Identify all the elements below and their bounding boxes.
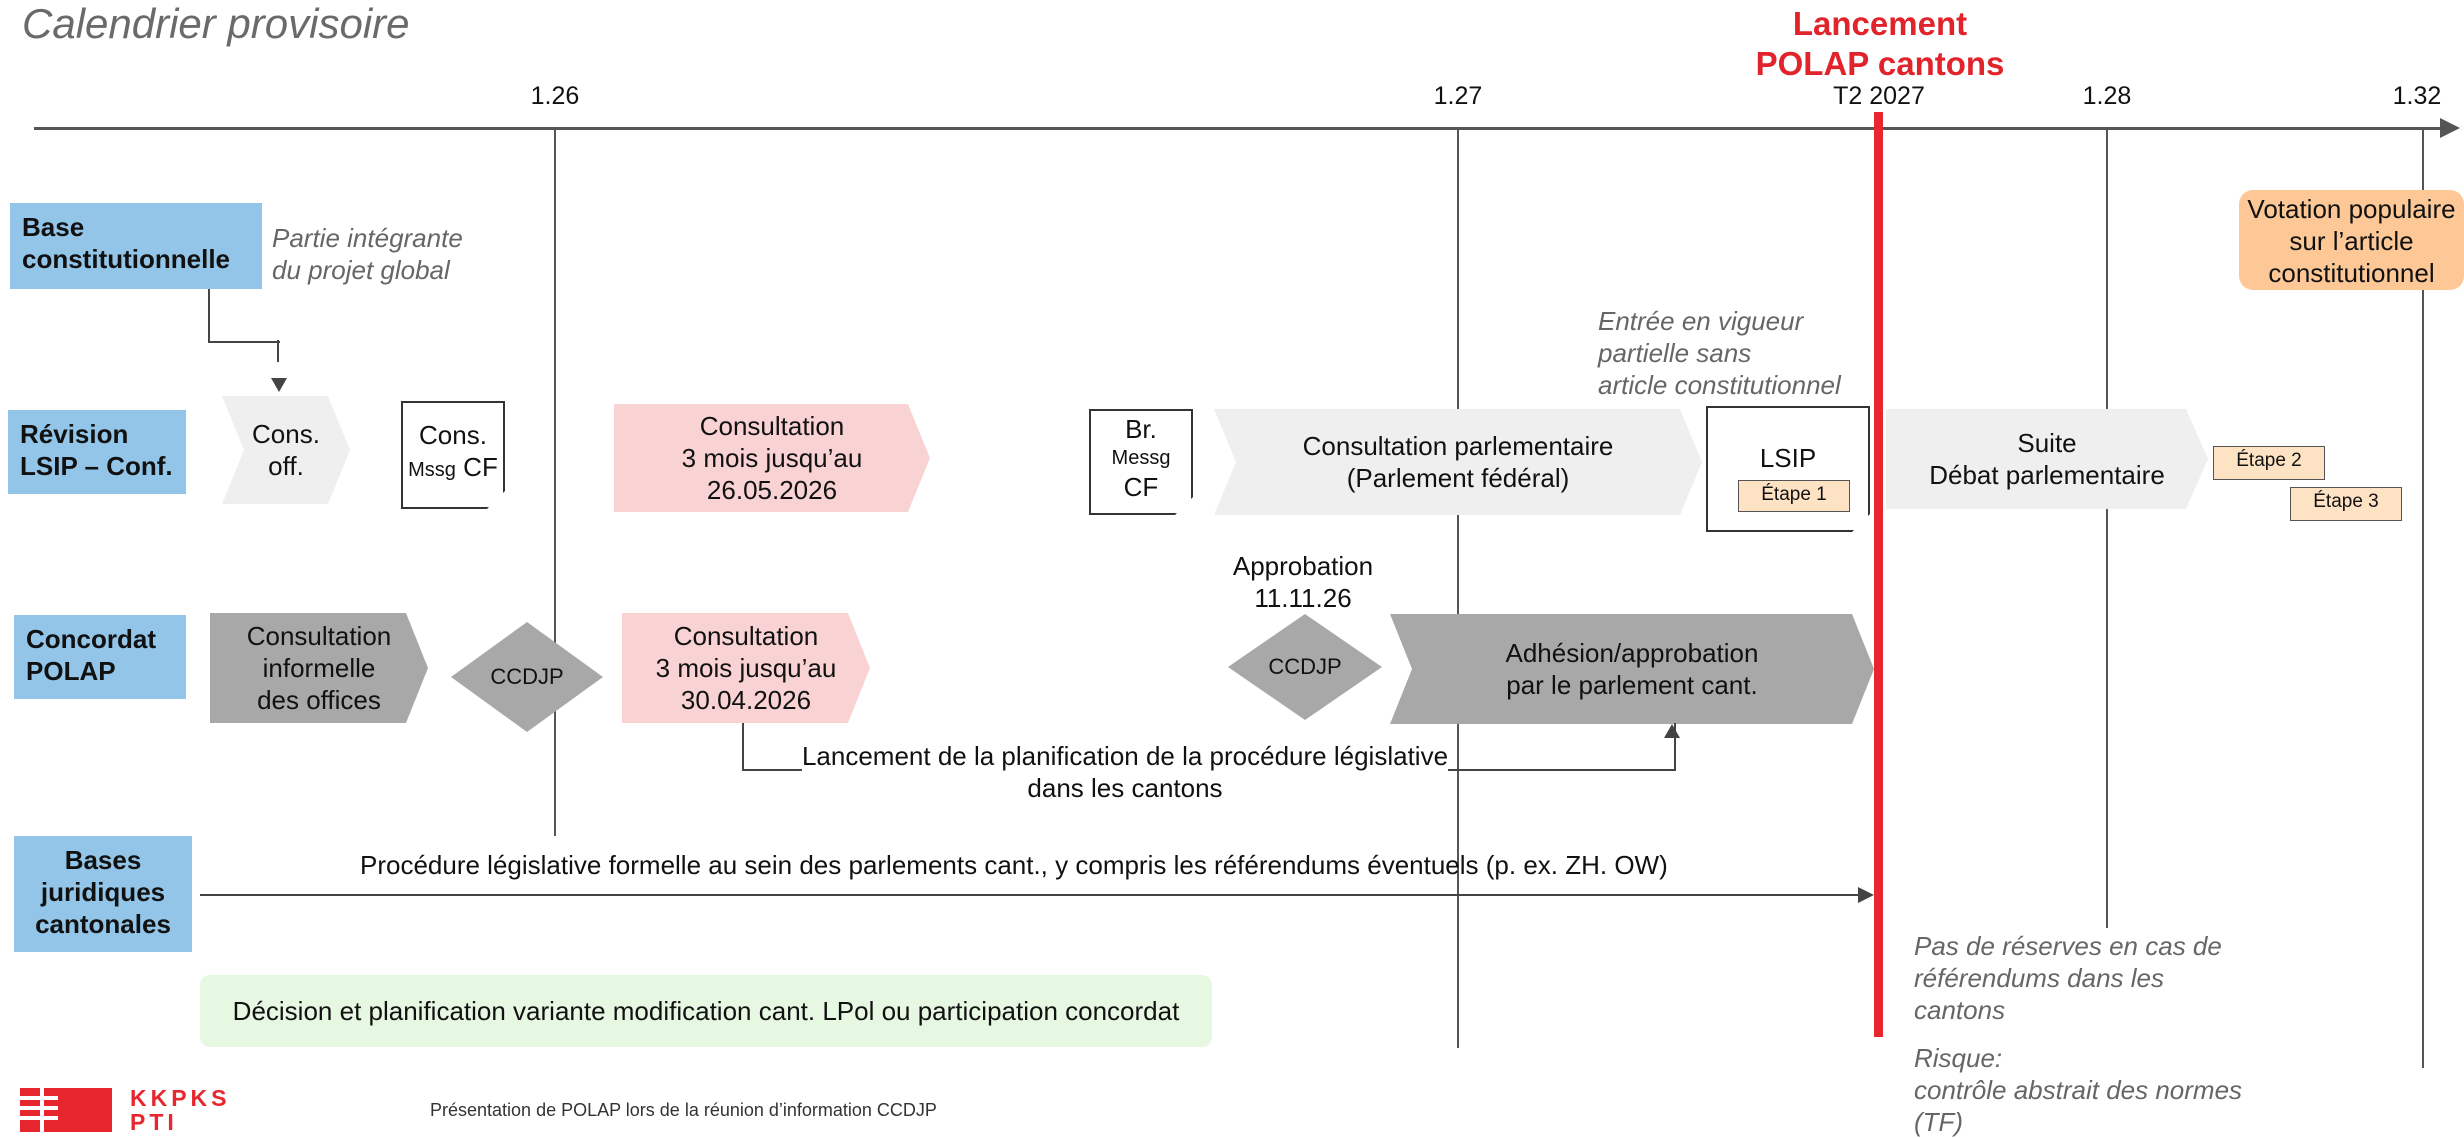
footer-caption: Présentation de POLAP lors de la réunion… (430, 1100, 937, 1120)
chevron-consultation-concordat: Consultation 3 mois jusqu’au 30.04.2026 (622, 613, 870, 723)
tick-1-28: 1.28 (2082, 82, 2132, 110)
note-partie-integrante: Partie intégrante du projet global (272, 223, 463, 285)
note-entree-en-vigueur: Entrée en vigueur partielle sans article… (1598, 306, 1841, 400)
kkpks-logo-icon (20, 1088, 112, 1132)
vline-1-27 (1457, 128, 1459, 1048)
chevron-adhesion: Adhésion/approbation par le parlement ca… (1390, 614, 1874, 724)
tick-t2-2027: T2 2027 (1833, 82, 1925, 110)
row-label-base: Base constitutionnelle (10, 203, 262, 289)
diamond-ccdjp-1: CCDJP (451, 622, 603, 732)
vline-1-32 (2422, 128, 2424, 1068)
vline-1-26 (554, 128, 556, 836)
chevron-consultation-lsip: Consultation 3 mois jusqu’au 26.05.2026 (614, 404, 930, 512)
launch-label: Lancement POLAP cantons (1755, 5, 2005, 82)
diamond-ccdjp-2: CCDJP (1228, 614, 1382, 720)
label-approbation: Approbation 11.11.26 (1232, 551, 1374, 613)
launch-line (1874, 112, 1883, 1037)
tick-1-27: 1.27 (1433, 82, 1483, 110)
chevron-consultation-informelle: Consultation informelle des offices (210, 613, 428, 723)
tag-etape-2: Étape 2 (2213, 446, 2325, 480)
chevron-suite: Suite Débat parlementaire (1886, 409, 2208, 509)
timeline-axis (34, 127, 2442, 130)
arrow-down-icon (271, 378, 287, 392)
arrow-procedure-line (200, 894, 1860, 896)
timeline-arrow-icon (2440, 118, 2460, 138)
chevron-consultation-parlementaire: Consultation parlementaire (Parlement fé… (1214, 409, 1702, 515)
arrow-up-icon (1664, 724, 1680, 738)
doc-lsip: LSIP (1706, 406, 1870, 532)
tick-1-26: 1.26 (530, 82, 580, 110)
arrow-right-icon (1858, 887, 1874, 903)
decision-box: Décision et planification variante modif… (200, 975, 1212, 1047)
row-label-concordat: Concordat POLAP (14, 615, 186, 699)
logo-text: KKPKS PTI (130, 1085, 231, 1135)
chevron-cons-off: Cons.off. (222, 396, 350, 504)
tick-1-32: 1.32 (2392, 82, 2442, 110)
row-label-bases: Bases juridiques cantonales (14, 836, 192, 952)
row-label-lsip: Révision LSIP – Conf. (8, 410, 186, 494)
tag-etape-1: Étape 1 (1738, 480, 1850, 512)
note-risque: Risque: contrôle abstrait des normes (TF… (1914, 1043, 2243, 1137)
connector-base-lsip (208, 289, 280, 343)
doc-br-messg: Br. Messg CF (1089, 409, 1193, 515)
doc-cons-mssg: Cons. Mssg CF (401, 401, 505, 509)
label-lancement-planification: Lancement de la planification de la proc… (801, 740, 1449, 803)
votation-box: Votation populaire sur l’article constit… (2239, 190, 2464, 290)
label-procedure-legislative: Procédure législative formelle au sein d… (360, 850, 1668, 880)
page-title: Calendrier provisoire (22, 0, 410, 47)
connector-base-lsip-down (277, 340, 281, 362)
note-reserves: Pas de réserves en cas de référendums da… (1914, 931, 2222, 1025)
vline-1-28 (2106, 128, 2108, 928)
tag-etape-3: Étape 3 (2290, 487, 2402, 521)
